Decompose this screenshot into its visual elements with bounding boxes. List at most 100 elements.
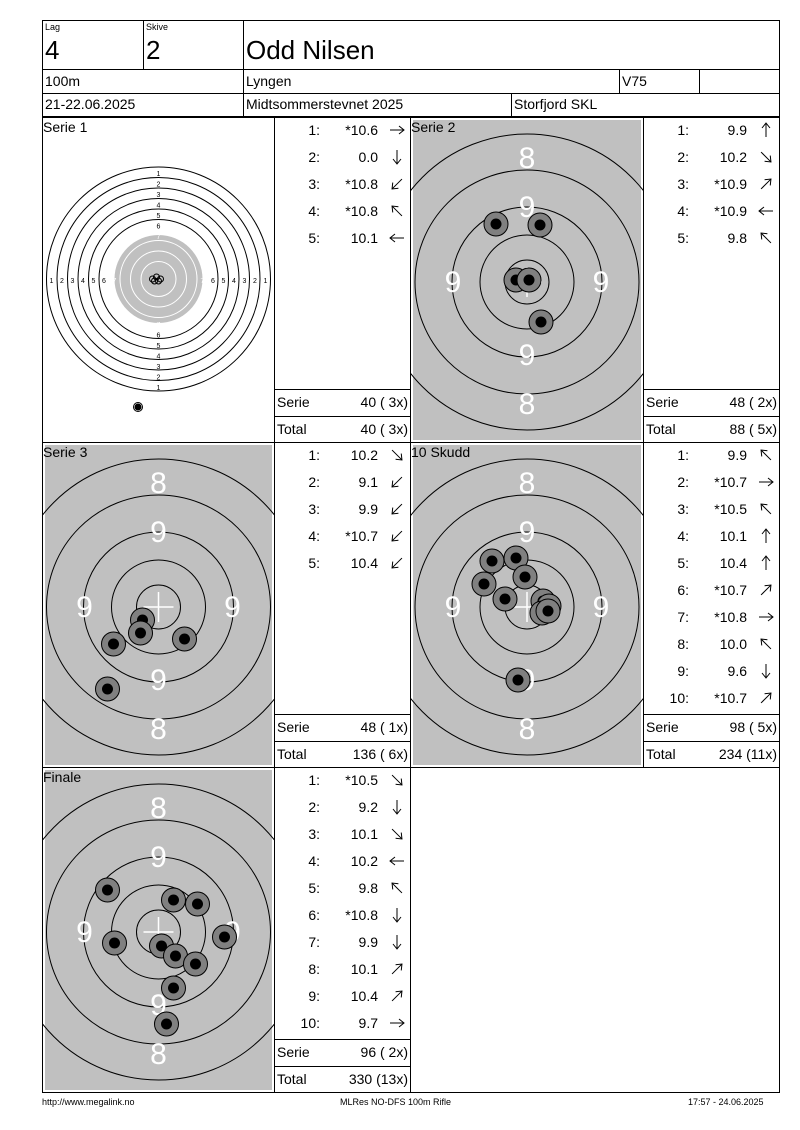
organizer-cell: Storfjord SKL — [511, 93, 780, 117]
direction-arrow-icon — [391, 449, 403, 461]
ten-shots-total-row: Total 234 (11x) — [644, 741, 779, 768]
shot-row: 9:10.4 — [275, 984, 410, 1011]
shot-hole — [161, 975, 186, 1001]
target-ring — [119, 240, 198, 318]
shot-number: 7: — [677, 609, 689, 625]
serie-2-serie-label: Serie — [646, 394, 679, 410]
serie-2-title: Serie 2 — [411, 119, 456, 135]
footer-url[interactable]: http://www.megalink.no — [42, 1097, 135, 1107]
shot-number: 6: — [308, 907, 320, 923]
target-ring — [414, 494, 640, 720]
ring-number: 2 — [253, 278, 257, 285]
ring-number: 2 — [157, 374, 161, 381]
shot-row: 5:9.8 — [644, 226, 779, 253]
ring-number: 8 — [519, 713, 536, 746]
shot-number: 1: — [308, 122, 320, 138]
shot-score: 9.7 — [358, 1015, 378, 1031]
target-ring — [140, 261, 177, 297]
shot-number: 4: — [677, 203, 689, 219]
serie-1-title: Serie 1 — [43, 119, 88, 135]
shot-hole — [471, 571, 497, 597]
ring-number: 1 — [157, 385, 161, 392]
skive-label: Skive — [146, 22, 169, 32]
finale-title: Finale — [43, 769, 82, 785]
ring-number: 7 — [157, 322, 161, 329]
finale-total-row: Total 330 (13x) — [275, 1066, 410, 1093]
ring-number: 6 — [211, 278, 215, 285]
direction-arrow-icon — [391, 963, 403, 975]
shot-row: 4:*10.7 — [275, 524, 410, 551]
direction-arrow-icon — [759, 477, 774, 487]
serie-2-total-label: Total — [646, 421, 676, 437]
shot-hole — [95, 877, 120, 903]
shot-hole — [161, 887, 186, 913]
shot-number: 6: — [677, 582, 689, 598]
ten-shots-serie-value: 98 ( 5x) — [729, 719, 777, 735]
target-ring — [136, 584, 181, 630]
finale-serie-row: Serie 96 ( 2x) — [275, 1039, 410, 1066]
serie-3-serie-value: 48 ( 1x) — [360, 719, 408, 735]
shot-score: 9.8 — [358, 880, 378, 896]
direction-arrow-icon — [392, 908, 402, 923]
shot-row: 1:*10.6 — [275, 118, 410, 145]
ring-number: 6 — [157, 332, 161, 339]
shot-hole — [101, 631, 126, 657]
target-ring — [77, 198, 240, 360]
ring-number: 5 — [222, 278, 226, 285]
shot-row: 8:10.0 — [644, 632, 779, 659]
shot-number: 2: — [677, 474, 689, 490]
date-cell: 21-22.06.2025 — [42, 93, 244, 117]
serie-1-serie-value: 40 ( 3x) — [360, 394, 408, 410]
ten-shots-serie-row: Serie 98 ( 5x) — [644, 714, 779, 741]
shot-score: 10.1 — [719, 528, 747, 544]
shot-score: 9.9 — [358, 934, 378, 950]
ring-number: 4 — [81, 278, 85, 285]
distance: 100m — [45, 73, 81, 89]
shot-score: *10.8 — [345, 907, 378, 923]
shot-score: *10.7 — [714, 582, 747, 598]
shot-row: 7:*10.8 — [644, 605, 779, 632]
ring-number: 7 — [157, 234, 161, 241]
ring-number: 5 — [157, 213, 161, 220]
shot-hole — [535, 598, 561, 624]
shot-number: 9: — [308, 988, 320, 1004]
target-ring — [88, 208, 229, 350]
shot-score: 9.9 — [727, 122, 747, 138]
serie-3-serie-row: Serie 48 ( 1x) — [275, 714, 410, 741]
direction-arrow-icon — [389, 233, 404, 243]
ring-number: 2 — [60, 278, 64, 285]
shot-hole — [185, 891, 210, 917]
shot-score: 10.4 — [350, 555, 378, 571]
ring-number: 9 — [593, 266, 610, 299]
shot-score: *10.8 — [345, 203, 378, 219]
shot-number: 1: — [308, 447, 320, 463]
shot-number: 3: — [308, 176, 320, 192]
direction-arrow-icon — [391, 476, 403, 488]
shot-score: *10.9 — [714, 203, 747, 219]
ten-shots-serie-label: Serie — [646, 719, 679, 735]
direction-arrow-icon — [391, 828, 403, 840]
shot-score: 10.1 — [350, 230, 378, 246]
direction-arrow-icon — [760, 584, 772, 596]
shooter-name: Odd Nilsen — [246, 35, 375, 65]
shot-hole — [134, 403, 142, 411]
shot-row: 4:*10.8 — [275, 199, 410, 226]
target-ring — [411, 458, 643, 756]
ring-number: 8 — [519, 467, 536, 500]
serie-2-serie-row: Serie 48 ( 2x) — [644, 389, 779, 416]
shot-row: 2:9.2 — [275, 795, 410, 822]
ring-number: 3 — [71, 278, 75, 285]
ring-number: 7 — [113, 278, 117, 285]
shot-number: 2: — [677, 149, 689, 165]
direction-arrow-icon — [392, 935, 402, 950]
serie-1-total-row: Total 40 ( 3x) — [275, 416, 410, 443]
serie-2-total-value: 88 ( 5x) — [729, 421, 777, 437]
event-cell: Midtsommerstevnet 2025 — [243, 93, 512, 117]
shot-row: 2:9.1 — [275, 470, 410, 497]
ring-number: 3 — [243, 278, 247, 285]
ring-number: 5 — [157, 343, 161, 350]
